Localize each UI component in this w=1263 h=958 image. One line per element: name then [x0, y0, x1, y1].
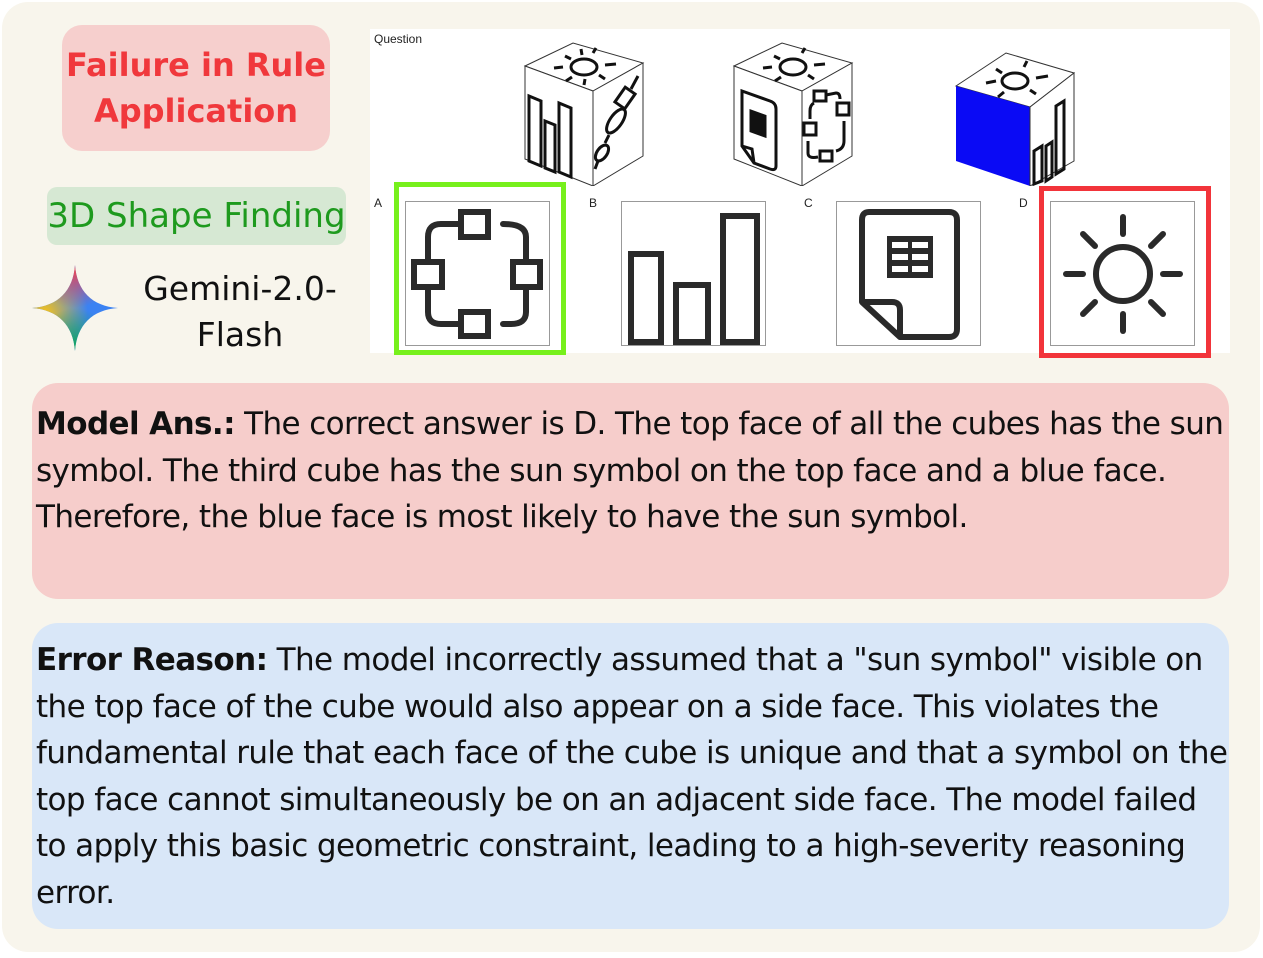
spreadsheet-doc-icon [740, 88, 778, 172]
error-category-badge: Failure in Rule Application [62, 25, 330, 151]
error-reason-box: Error Reason: The model incorrectly assu… [32, 623, 1229, 929]
task-type-badge: 3D Shape Finding [47, 187, 346, 245]
model-name: Gemini-2.0-Flash [143, 269, 337, 354]
gemini-star-icon [32, 265, 118, 351]
option-d[interactable] [1050, 201, 1195, 346]
model-choice-highlight [1039, 186, 1211, 358]
cube-1 [523, 41, 658, 187]
correct-answer-highlight [394, 182, 566, 355]
model-answer-body: The correct answer is D. The top face of… [36, 406, 1224, 535]
error-reason-label: Error Reason: [36, 642, 268, 678]
cube-2 [732, 41, 867, 187]
model-answer-label: Model Ans.: [36, 406, 235, 442]
option-c-letter: C [804, 196, 813, 210]
question-panel: Question [370, 29, 1230, 358]
usb-cable-icon [593, 75, 640, 170]
error-reason-text: Error Reason: The model incorrectly assu… [36, 637, 1231, 916]
option-b[interactable] [621, 201, 766, 346]
option-c[interactable] [836, 201, 981, 346]
error-category-label: Failure in Rule Application [66, 46, 326, 130]
sun-icon [762, 47, 826, 83]
sun-icon [553, 47, 617, 86]
model-answer-text: Model Ans.: The correct answer is D. The… [36, 401, 1231, 541]
task-type-label: 3D Shape Finding [47, 196, 346, 236]
option-a-letter: A [374, 196, 383, 210]
option-d-letter: D [1019, 196, 1028, 210]
spreadsheet-doc-icon [859, 209, 960, 340]
question-label: Question [374, 32, 423, 46]
cube-3 [954, 41, 1089, 187]
blue-face [956, 86, 1030, 186]
network-nodes-icon [802, 89, 851, 163]
bar-chart-icon [628, 213, 760, 345]
option-a[interactable] [405, 201, 550, 346]
error-reason-body: The model incorrectly assumed that a "su… [36, 642, 1228, 911]
sun-icon [1063, 214, 1183, 334]
bar-chart-icon [1032, 98, 1066, 187]
network-nodes-icon [411, 209, 543, 339]
bar-chart-icon [527, 93, 573, 180]
sun-icon [985, 60, 1049, 99]
model-answer-box: Model Ans.: The correct answer is D. The… [32, 383, 1229, 599]
option-b-letter: B [589, 196, 598, 210]
